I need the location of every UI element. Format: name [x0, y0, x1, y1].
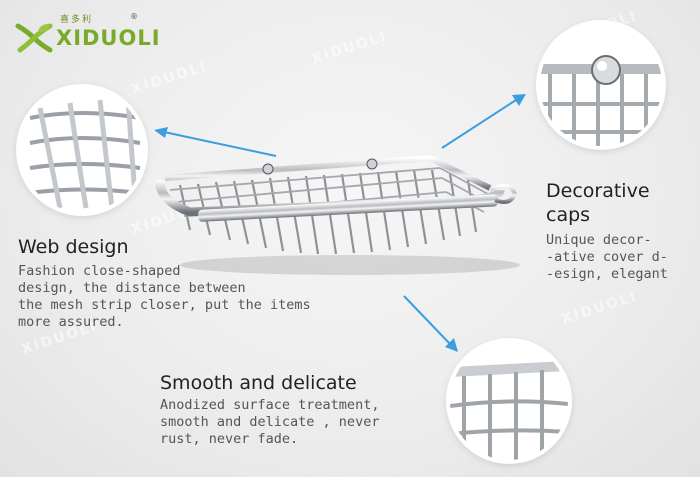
brand-name: XIDUOLI	[56, 26, 161, 50]
registered-mark: ®	[130, 12, 138, 21]
cap-closeup-image	[540, 55, 662, 146]
watermark: XIDUOLI	[559, 288, 640, 328]
decorative-caps-title-line: caps	[546, 204, 591, 226]
smooth-delicate-desc-line: smooth and delicate , never	[160, 414, 380, 430]
smooth-delicate-desc-line: rust, never fade.	[160, 431, 299, 447]
web-design-title: Web design	[18, 236, 129, 258]
web-design-desc-line: design, the distance between	[18, 280, 246, 296]
web-design-detail-circle	[20, 88, 144, 212]
watermark: XIDUOLI	[129, 58, 210, 98]
decorative-caps-title-line: Decorative	[546, 180, 650, 202]
web-design-desc-line: more assured.	[18, 314, 124, 330]
web-design-desc-line: Fashion close-shaped	[18, 263, 181, 279]
smooth-surface-closeup-image	[450, 361, 568, 460]
arrow-to-smooth-detail-icon	[403, 295, 458, 352]
smooth-delicate-title: Smooth and delicate	[160, 372, 357, 394]
wire-basket-image	[155, 154, 520, 275]
smooth-delicate-desc-line: Anodized surface treatment,	[160, 397, 380, 413]
web-design-desc-line: the mesh strip closer, put the items	[18, 297, 311, 313]
brand-logo: 喜多利 ® XIDUOLI	[14, 12, 160, 62]
decorative-caps-desc-line: Unique decor-	[546, 232, 652, 248]
arrow-to-decorative-caps-icon	[441, 94, 526, 149]
decorative-caps-desc-line: -esign, elegant	[546, 266, 668, 282]
leaf-x-icon	[15, 23, 53, 53]
watermark: XIDUOLI	[309, 28, 390, 68]
web-mesh-closeup-image	[29, 97, 141, 209]
decorative-caps-desc-line: -ative cover d-	[546, 249, 668, 265]
smooth-detail-circle	[450, 342, 568, 460]
brand-chinese-name: 喜多利	[60, 15, 94, 25]
decorative-caps-detail-circle	[540, 24, 662, 146]
arrow-to-web-design-icon	[154, 127, 277, 157]
